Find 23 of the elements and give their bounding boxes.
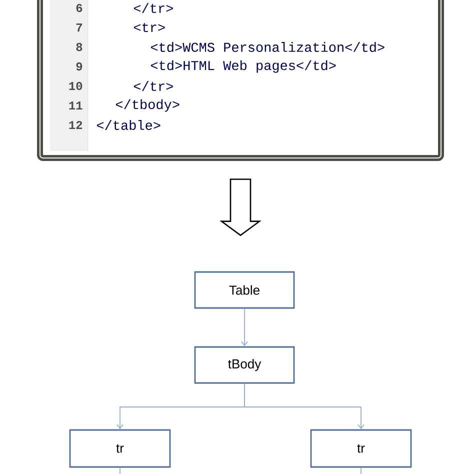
code-line: </tr> bbox=[134, 81, 173, 91]
arrow bbox=[241, 308, 248, 346]
block-arrow bbox=[220, 178, 262, 236]
line-number: 8 bbox=[76, 42, 82, 52]
element-box: tr bbox=[69, 429, 171, 468]
line-number: 12 bbox=[69, 120, 82, 130]
arrow bbox=[244, 383, 364, 430]
line-number: 11 bbox=[69, 102, 82, 110]
line-number: 6 bbox=[76, 4, 82, 12]
code-line: </table> bbox=[96, 120, 160, 130]
connector-line bbox=[360, 467, 362, 474]
code-line: <td>WCMS Personalization</td> bbox=[150, 42, 384, 52]
element-box: tBody bbox=[194, 346, 295, 384]
line-number: 7 bbox=[76, 24, 82, 32]
code-window bbox=[37, 0, 444, 161]
element-box: tr bbox=[310, 429, 412, 468]
code-line: <td>HTML Web pages</td> bbox=[150, 60, 336, 73]
element-box: Table bbox=[194, 271, 295, 309]
code-line: </tbody> bbox=[116, 99, 180, 112]
line-number: 9 bbox=[76, 62, 82, 71]
code-line: </tr> bbox=[134, 3, 173, 13]
code-line: <tr> bbox=[134, 22, 165, 32]
line-number: 10 bbox=[69, 82, 82, 90]
